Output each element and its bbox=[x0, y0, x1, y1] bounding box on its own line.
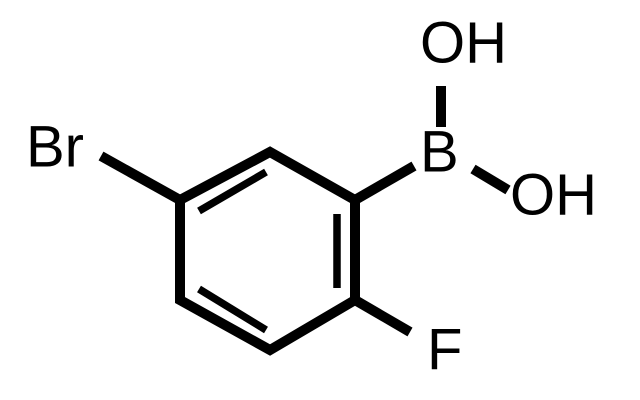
boron-label: B bbox=[420, 119, 459, 184]
bond-ring-fluorine bbox=[352, 295, 413, 337]
ring-outer-bonds bbox=[175, 146, 360, 356]
hydroxyl-right-label: OH bbox=[510, 162, 597, 227]
bond-ring-boron bbox=[352, 161, 417, 205]
bromine-label: Br bbox=[26, 114, 84, 179]
ring-double-bond-bottom bbox=[197, 285, 268, 334]
hydroxyl-top-label: OH bbox=[420, 10, 507, 75]
fluorine-label: F bbox=[427, 317, 462, 382]
bond-boron-oh-right bbox=[470, 164, 511, 195]
ring-double-bond-top bbox=[197, 168, 268, 215]
bond-ring-bromine bbox=[98, 151, 183, 205]
